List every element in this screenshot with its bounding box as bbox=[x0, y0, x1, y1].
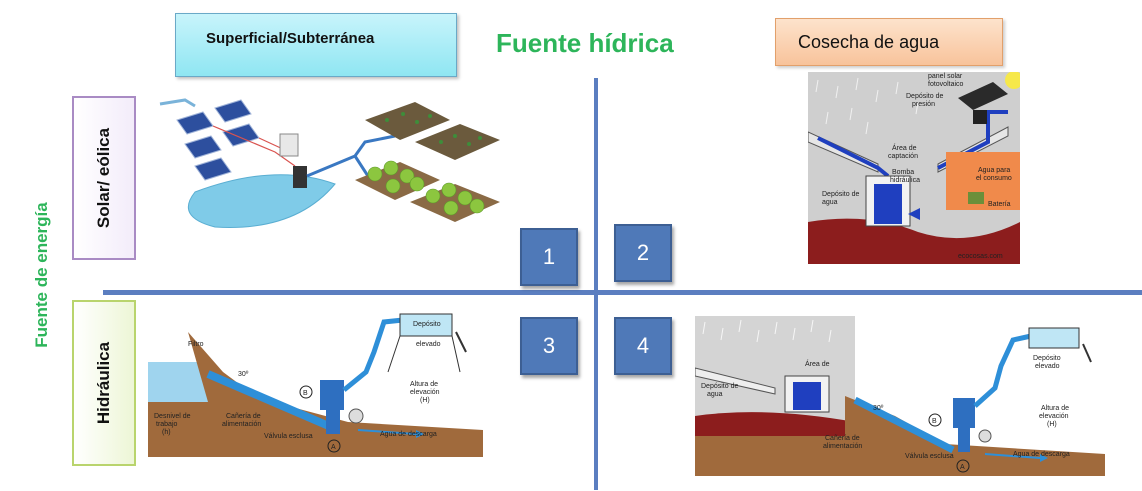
solar-eolica-label: Solar/ eólica bbox=[94, 127, 114, 229]
agua-para-label: Agua para bbox=[978, 167, 1010, 174]
altura-label: Altura de bbox=[410, 381, 438, 388]
bateria-label: Batería bbox=[988, 201, 1011, 208]
filtro-label: Filtro bbox=[188, 341, 204, 348]
hidraulica-small-label: hidráulica bbox=[890, 177, 920, 184]
quadrant-1-number: 1 bbox=[542, 244, 556, 269]
cosecha-label: Cosecha de agua bbox=[798, 31, 940, 52]
cosecha-de-agua-header: Cosecha de agua bbox=[775, 18, 1003, 66]
elevado-label-4: elevado bbox=[1035, 363, 1060, 370]
valvula-label: Válvula esclusa bbox=[264, 433, 313, 440]
solar-irrigation-illustration bbox=[159, 98, 500, 228]
caneria-label: Cañería de bbox=[226, 413, 261, 420]
marker-a-4: A bbox=[960, 464, 965, 471]
marker-b-4: B bbox=[932, 418, 937, 425]
elevacion-label: elevación bbox=[410, 389, 440, 396]
fuente-hidrica-title: Fuente hídrica bbox=[496, 28, 674, 58]
alimentacion-label: alimentación bbox=[222, 421, 261, 428]
quadrant-3-box: 3 bbox=[520, 317, 578, 375]
panel-solar-label: panel solar bbox=[928, 73, 963, 80]
deposito-agua-label: Depósito de bbox=[822, 191, 859, 198]
deposito-elevado-label-4: Depósito bbox=[1033, 355, 1061, 362]
valvula-label-4: Válvula esclusa bbox=[905, 453, 954, 460]
bomba-label: Bomba bbox=[892, 169, 914, 176]
solar-eolica-label-box: Solar/ eólica bbox=[72, 96, 136, 260]
elevado-label: elevado bbox=[416, 341, 441, 348]
fotovoltaico-label: fotovoltaico bbox=[928, 81, 964, 88]
quadrant-4-box: 4 bbox=[614, 317, 672, 375]
altura-label-4: Altura de bbox=[1041, 405, 1069, 412]
angle-label-4: 30º bbox=[873, 405, 884, 412]
hydraulic-ram-pump-illustration: Filtro 30º Depósito elevado Altura de el… bbox=[148, 312, 483, 457]
horizontal-axis-line bbox=[103, 290, 1142, 295]
h-lower-label: (h) bbox=[162, 429, 171, 436]
superficial-label: Superficial/Subterránea bbox=[206, 30, 375, 47]
marker-a: A bbox=[331, 444, 336, 451]
desnivel-label: Desnivel de bbox=[154, 413, 191, 420]
quadrant-2-box: 2 bbox=[614, 224, 672, 282]
hidraulica-label: Hidráulica bbox=[94, 341, 114, 425]
deposito-elevado-label: Depósito bbox=[413, 321, 441, 328]
agua-descarga-label: Agua de descarga bbox=[380, 431, 437, 438]
captacion-label: captación bbox=[888, 153, 918, 160]
ecocosas-watermark: ecocosas.com bbox=[958, 253, 1003, 260]
agua-label: agua bbox=[822, 199, 838, 206]
agua-descarga-label-4: Agua de descarga bbox=[1013, 451, 1070, 458]
angle-label: 30º bbox=[238, 371, 249, 378]
quadrant-4-number: 4 bbox=[636, 333, 650, 358]
superficial-subterranea-header: Superficial/Subterránea bbox=[175, 13, 457, 77]
el-consumo-label: el consumo bbox=[976, 175, 1012, 182]
trabajo-label: trabajo bbox=[156, 421, 178, 428]
elevacion-label-4: elevación bbox=[1039, 413, 1069, 420]
agua-label-4: agua bbox=[707, 391, 723, 398]
marker-b: B bbox=[303, 390, 308, 397]
harvesting-ram-pump-illustration: Área de Depósito de agua 30º Depósito el… bbox=[695, 316, 1105, 476]
rainwater-harvesting-illustration: panel solar fotovoltaico Depósito de pre… bbox=[808, 72, 1020, 264]
area-captacion-label-4: Área de bbox=[805, 359, 830, 368]
quadrant-3-number: 3 bbox=[542, 333, 556, 358]
deposito-presion-label: Depósito de bbox=[906, 93, 943, 100]
fuente-de-energia-title: Fuente de energía bbox=[32, 202, 51, 348]
alimentacion-label-4: alimentación bbox=[823, 443, 862, 450]
presion-label: presión bbox=[912, 101, 935, 108]
vertical-axis-line bbox=[594, 78, 598, 490]
h-upper-label-4: (H) bbox=[1047, 421, 1057, 428]
h-upper-label: (H) bbox=[420, 397, 430, 404]
quadrant-1-box: 1 bbox=[520, 228, 578, 286]
hidraulica-label-box: Hidráulica bbox=[72, 300, 136, 466]
quadrant-2-number: 2 bbox=[636, 240, 650, 265]
caneria-label-4: Cañería de bbox=[825, 435, 860, 442]
area-captacion-label: Área de bbox=[892, 143, 917, 152]
deposito-agua-label-4: Depósito de bbox=[701, 383, 738, 390]
